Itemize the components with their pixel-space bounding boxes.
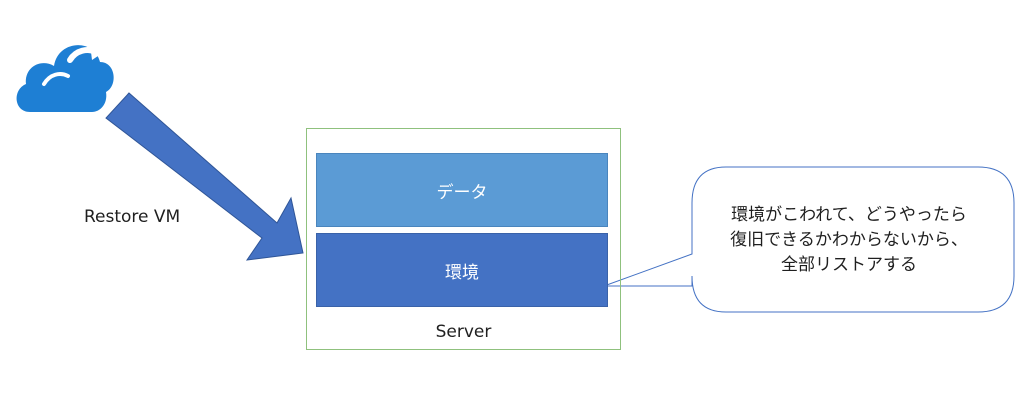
server-box [306, 128, 621, 350]
callout-line: 復旧できるかわからないから、 [730, 230, 968, 250]
arrow-icon [105, 92, 304, 261]
callout-text: 環境がこわれて、どうやったら 復旧できるかわからないから、 全部リストアする [694, 203, 1004, 278]
callout-line: 全部リストアする [781, 255, 917, 275]
data-block-label: データ [436, 182, 488, 203]
data-block: データ [316, 153, 608, 227]
callout-bubble [603, 166, 1015, 313]
server-label: Server [435, 322, 492, 342]
cloud-restore-icon [16, 44, 114, 112]
environment-block: 環境 [316, 233, 608, 307]
callout-line: 環境がこわれて、どうやったら [731, 205, 967, 225]
environment-block-label: 環境 [445, 262, 479, 283]
restore-vm-label: Restore VM [84, 207, 181, 227]
